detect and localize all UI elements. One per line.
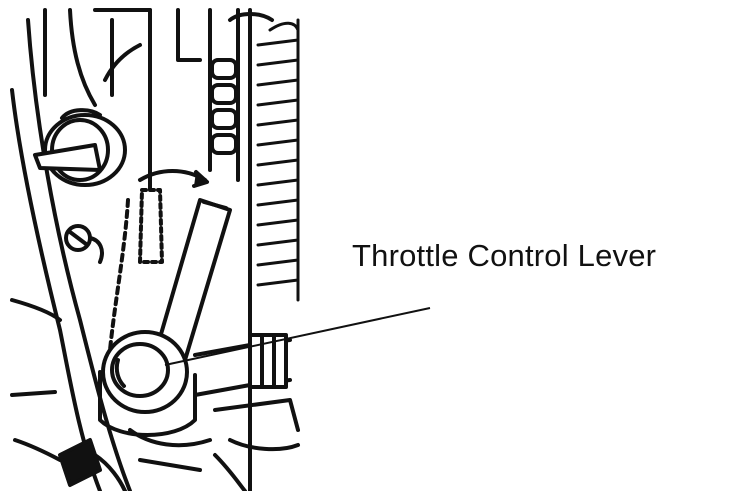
throttle-control-lever-label: Throttle Control Lever xyxy=(352,238,656,274)
linkage-shaft xyxy=(195,335,290,395)
lever-pivot xyxy=(100,332,195,435)
screw xyxy=(66,226,102,262)
cooling-fins xyxy=(258,20,298,300)
callout-leader-line xyxy=(165,308,430,365)
